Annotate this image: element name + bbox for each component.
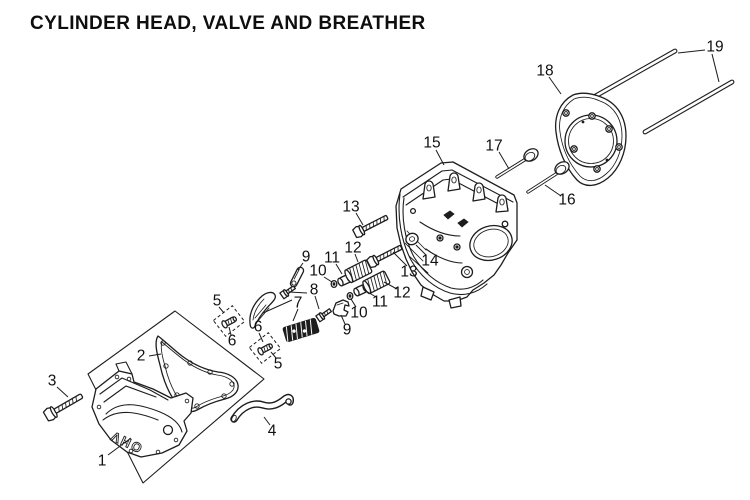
part-valve-cover-gasket [155,335,239,413]
leader-line-16 [544,184,562,197]
callout-label-9[interactable]: 9 [343,322,352,339]
assembly-outline-box [87,310,265,484]
callout-label-12[interactable]: 12 [393,285,410,302]
callout-label-17[interactable]: 17 [485,138,502,155]
callout-label-10[interactable]: 10 [309,263,327,280]
part-valve-spring-a [344,259,373,284]
callout-label-6[interactable]: 6 [228,333,237,350]
callout-label-12[interactable]: 12 [344,240,361,257]
leader-line-5 [270,351,277,359]
leader-line-12 [354,253,359,263]
callout-label-6[interactable]: 6 [254,319,263,336]
part-stud-fitting-a [221,316,237,329]
leader-line-14 [415,244,427,256]
leader-line-8 [314,295,320,310]
leader-line-5 [218,306,225,314]
part-breather-baffle [249,291,277,329]
callout-label-16[interactable]: 16 [558,192,575,209]
callout-label-11[interactable]: 11 [324,250,340,267]
leader-line-12 [383,281,398,290]
leader-line-6 [228,326,232,336]
part-rocker-link-a [289,266,305,288]
callout-label-9[interactable]: 9 [302,249,311,266]
leader-line-10 [350,298,357,308]
leader-line-11 [335,263,343,275]
callout-label-13[interactable]: 13 [400,264,417,281]
part-washer [405,232,419,246]
part-rocker-bracket-b [332,299,350,317]
leader-line-3 [56,386,69,398]
callout-label-8[interactable]: 8 [310,282,319,299]
callout-label-10[interactable]: 10 [350,305,368,322]
part-valve-keeper-b [346,291,354,301]
part-exhaust-valve [526,161,570,194]
leader-line-17 [498,151,510,170]
part-stud-fitting-b [257,343,273,356]
leader-line-1 [107,437,132,456]
callout-label-3[interactable]: 3 [48,373,57,390]
callout-label-5[interactable]: 5 [213,293,222,310]
leader-line-15 [435,149,445,166]
part-breather-hose [230,393,294,423]
callout-label-14[interactable]: 14 [421,253,439,270]
callout-label-5[interactable]: 5 [274,356,283,373]
leader-line-19 [711,53,720,83]
part-reed-screw-b [315,308,332,323]
leader-line-6 [258,332,264,343]
callout-label-19[interactable]: 19 [706,39,723,56]
callout-label-18[interactable]: 18 [536,63,553,80]
leader-line-9 [340,314,346,325]
part-head-bolt-b [366,245,403,269]
leader-line-11 [365,290,377,298]
part-breather-stud-a [589,48,678,101]
leader-line-7 [292,308,299,322]
part-valve-keeper-a [330,279,338,289]
leader-line-13 [355,212,364,226]
callout-label-13[interactable]: 13 [342,199,359,216]
part-breather-stud-b [642,79,735,135]
leader-line-7 [262,299,293,314]
part-head-gasket [554,92,627,187]
leader-line-4 [263,416,271,426]
callout-label-7[interactable]: 7 [294,295,303,312]
leader-line-2 [148,353,162,357]
leader-line-18 [548,76,562,95]
leader-line-9 [297,262,304,271]
callout-label-11[interactable]: 11 [372,294,388,311]
part-intake-valve [495,148,539,179]
leader-line-19 [677,49,706,54]
page-title: CYLINDER HEAD, VALVE AND BREATHER [30,13,426,34]
part-breather-reed-plate [282,317,320,343]
leader-line-8 [288,291,308,294]
part-valve-cover: OHV [91,361,194,458]
callout-label-15[interactable]: 15 [423,135,440,152]
callout-label-4[interactable]: 4 [268,423,277,440]
part-cylinder-head [395,161,518,309]
callout-label-1[interactable]: 1 [98,453,107,470]
part-hex-flange-bolt [42,393,84,422]
leader-line-13 [392,251,408,267]
part-head-bolt-a [352,215,389,239]
callout-label-2[interactable]: 2 [137,348,146,365]
leader-line-10 [323,276,333,283]
part-valve-spring-b [362,270,391,295]
part-reed-screw-a [279,285,296,300]
